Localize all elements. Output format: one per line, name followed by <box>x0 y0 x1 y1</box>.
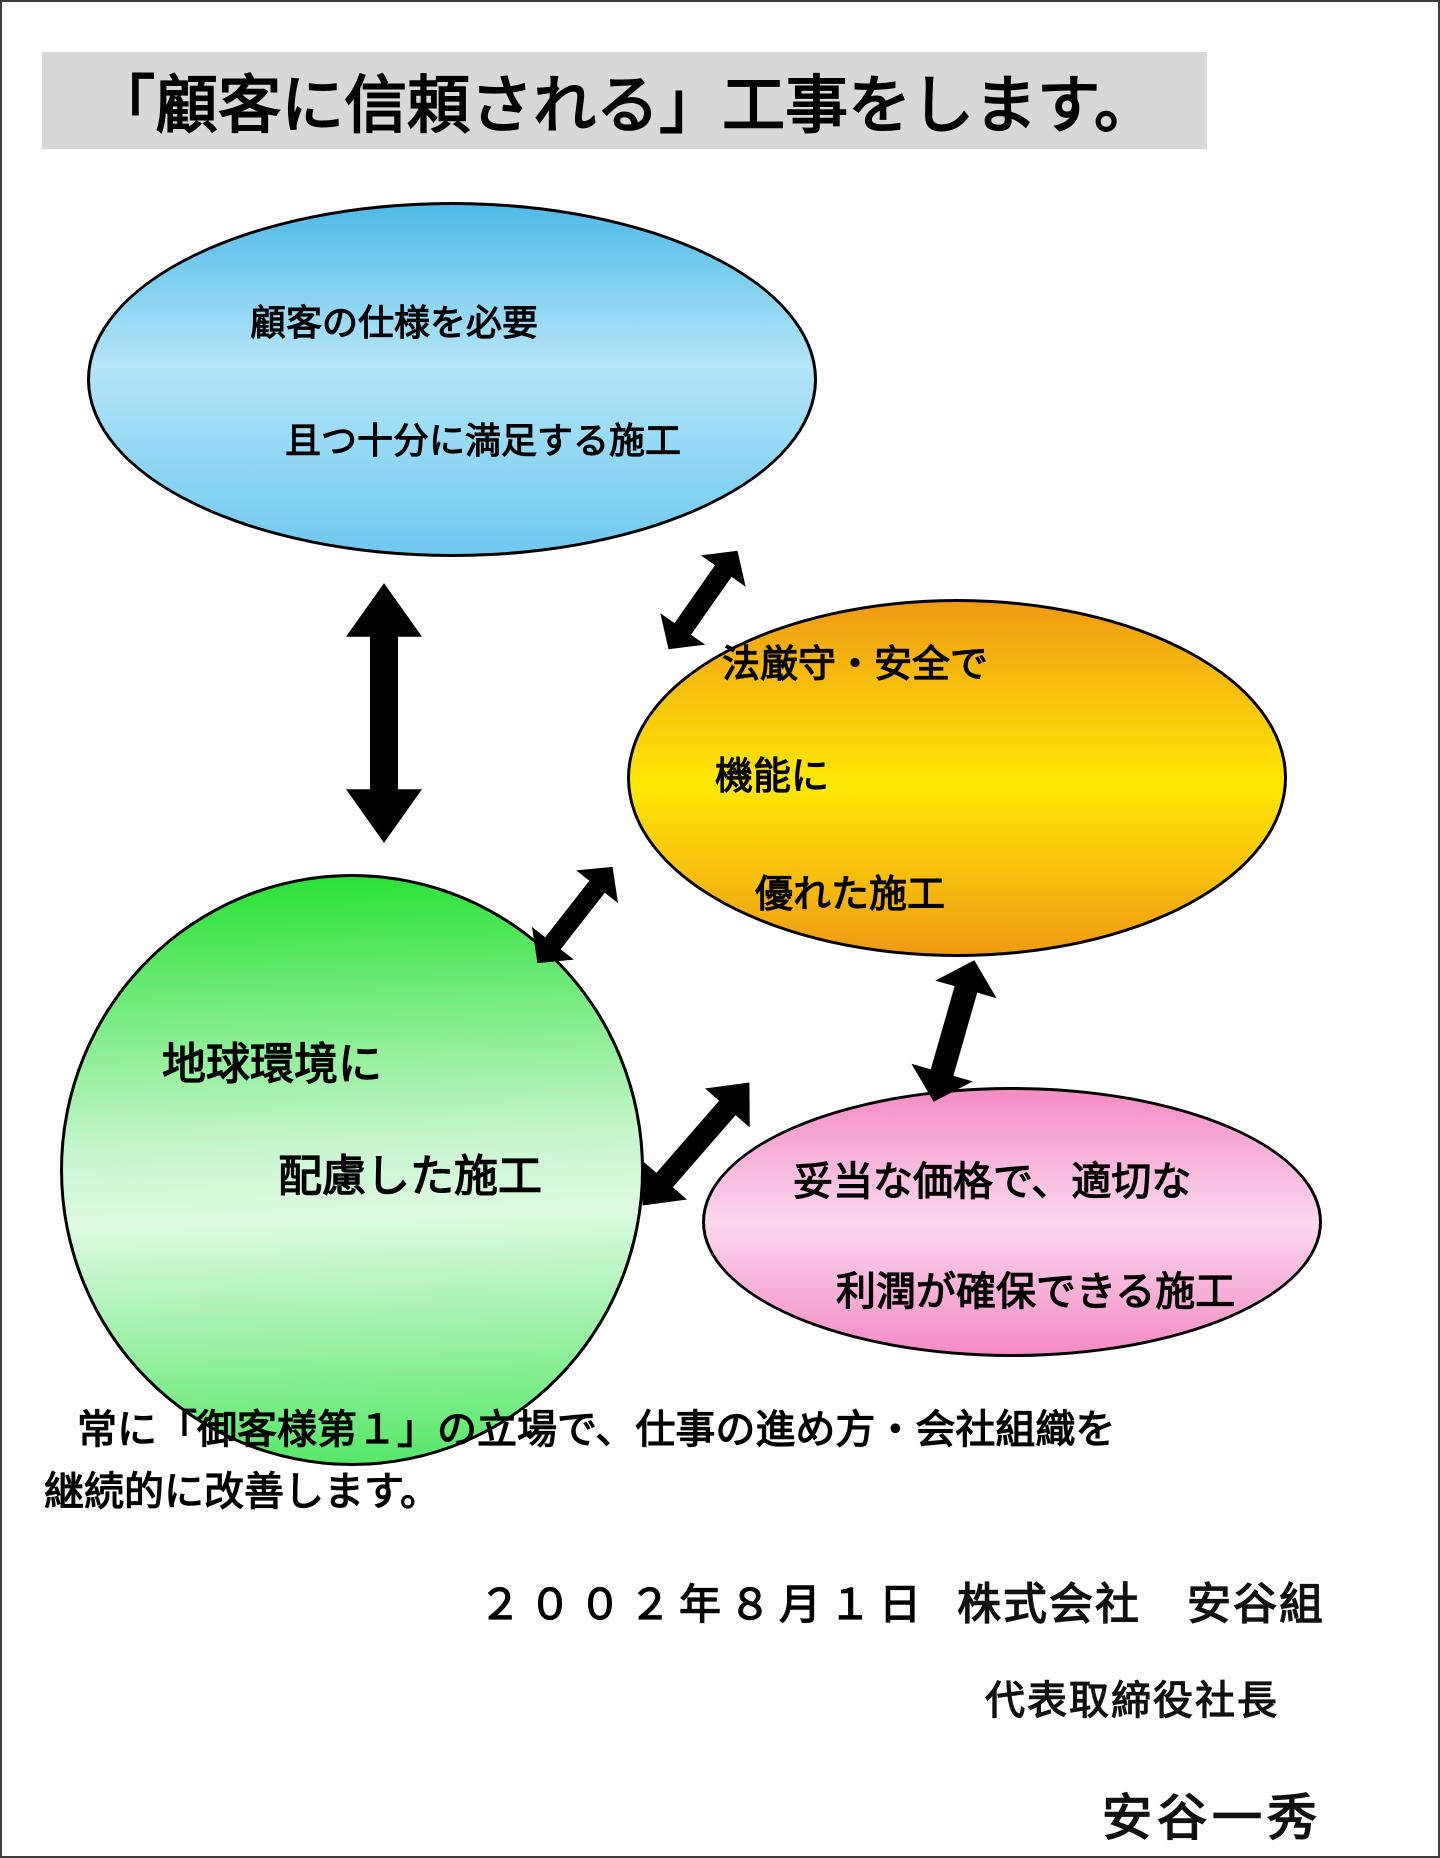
double-arrow-blue-green-icon <box>346 583 422 843</box>
company-name: 株式会社 安谷組 <box>957 1579 1326 1630</box>
environment-circle: 地球環境に 配慮した施工 <box>60 874 644 1466</box>
orange-ellipse-line1: 法厳守・安全で <box>722 644 989 686</box>
page-title: 「顧客に信頼される」工事をします。 <box>92 71 1157 141</box>
role-title: 代表取締役社長 <box>985 1677 1279 1724</box>
orange-ellipse-line3: 優れた施工 <box>755 874 946 916</box>
title-banner: 「顧客に信頼される」工事をします。 <box>42 52 1207 149</box>
green-circle-line2: 配慮した施工 <box>278 1152 542 1201</box>
orange-ellipse-line2: 機能に <box>715 756 830 798</box>
date-company-line: ２００２年８月１日 株式会社 安谷組 <box>479 1568 1325 1632</box>
customer-satisfaction-ellipse: 顧客の仕様を必要 且つ十分に満足する施工 <box>87 202 817 557</box>
blue-ellipse-line2: 且つ十分に満足する施工 <box>285 420 682 461</box>
compliance-safety-ellipse: 法厳守・安全で 機能に 優れた施工 <box>627 599 1287 957</box>
green-circle-line1: 地球環境に <box>162 1040 382 1089</box>
pink-ellipse-line1: 妥当な価格で、適切な <box>793 1160 1192 1204</box>
policy-statement-line1: 常に「御客様第１」の立場で、仕事の進め方・会社組織を <box>77 1408 1116 1452</box>
pink-ellipse-line2: 利潤が確保できる施工 <box>836 1270 1236 1314</box>
price-profit-ellipse: 妥当な価格で、適切な 利潤が確保できる施工 <box>702 1087 1322 1357</box>
policy-statement-line2: 継続的に改善します。 <box>44 1470 440 1514</box>
blue-ellipse-line1: 顧客の仕様を必要 <box>250 302 539 343</box>
date-text: ２００２年８月１日 <box>479 1581 930 1628</box>
president-signature: 安谷一秀 <box>1102 1788 1322 1847</box>
